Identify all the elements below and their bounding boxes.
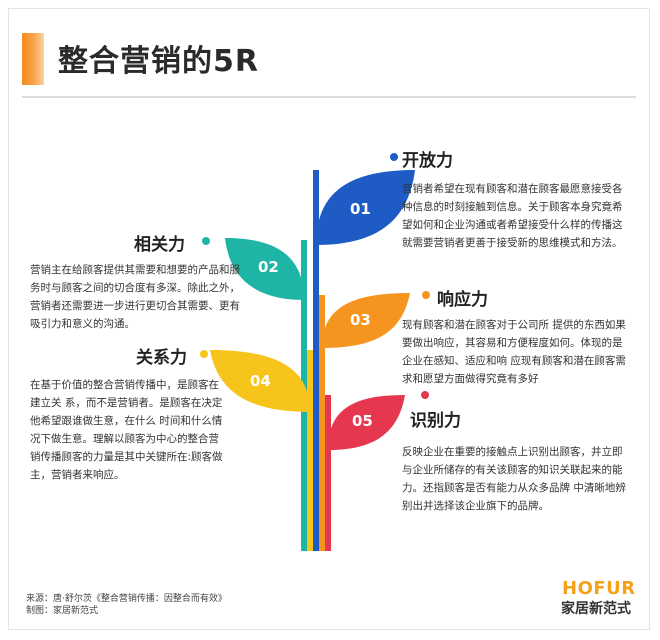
leaf-05 xyxy=(328,395,405,450)
dot-05 xyxy=(421,391,429,399)
credit-note: 制图：家居新范式 xyxy=(26,606,99,616)
text-openness: 营销者希望在现有顾客和潜在顾客最愿意接受各种信息的时刻接触到信息。关于顾客本身究… xyxy=(402,183,623,249)
leaf-01 xyxy=(316,170,415,245)
dot-01 xyxy=(390,153,398,161)
dot-03 xyxy=(422,291,430,299)
leaf-03 xyxy=(322,293,410,348)
leaf-05-number: 05 xyxy=(352,412,373,430)
leaf-02-number: 02 xyxy=(258,258,279,276)
leaf-04-number: 04 xyxy=(250,372,271,390)
title-divider xyxy=(22,96,636,98)
brand-logo-text: HOFUR xyxy=(562,578,636,599)
heading-relationship: 关系力 xyxy=(136,348,187,368)
heading-openness: 开放力 xyxy=(402,151,453,171)
stem-response xyxy=(319,295,325,551)
heading-response: 响应力 xyxy=(437,290,488,310)
leaf-02 xyxy=(225,238,304,300)
heading-relevance: 相关力 xyxy=(134,235,185,255)
text-recognition: 反映企业在重要的接触点上识别出顾客，并立即与企业所储存的有关该顾客的知识关联起来… xyxy=(402,446,626,512)
title-accent-bar xyxy=(22,33,44,85)
stem-openness xyxy=(313,170,319,551)
page-title: 整合营销的5R xyxy=(58,44,259,79)
text-relationship: 在基于价值的整合营销传播中，是顾客在建立关 系，而不是营销者。是顾客在决定他希望… xyxy=(30,379,223,481)
brand-logo-subtext: 家居新范式 xyxy=(561,601,631,617)
text-response: 现有顾客和潜在顾客对于公司所 提供的东西如果要做出响应，其容易和方便程度如何。体… xyxy=(402,319,626,385)
stem-relationship xyxy=(307,350,313,551)
text-relevance: 营销主在给顾客提供其需要和想要的产品和服务时与顾客之间的切合度有多深。除此之外，… xyxy=(30,264,240,330)
dot-04 xyxy=(200,350,208,358)
leaf-01-number: 01 xyxy=(350,200,371,218)
heading-recognition: 识别力 xyxy=(410,411,461,431)
leaf-04 xyxy=(210,350,310,412)
infographic-frame xyxy=(8,8,650,630)
stem-recognition xyxy=(325,395,331,551)
leaf-03-number: 03 xyxy=(350,311,371,329)
dot-02 xyxy=(202,237,210,245)
source-note: 来源：唐·舒尔茨《整合营销传播：因整合而有效》 xyxy=(26,594,227,604)
